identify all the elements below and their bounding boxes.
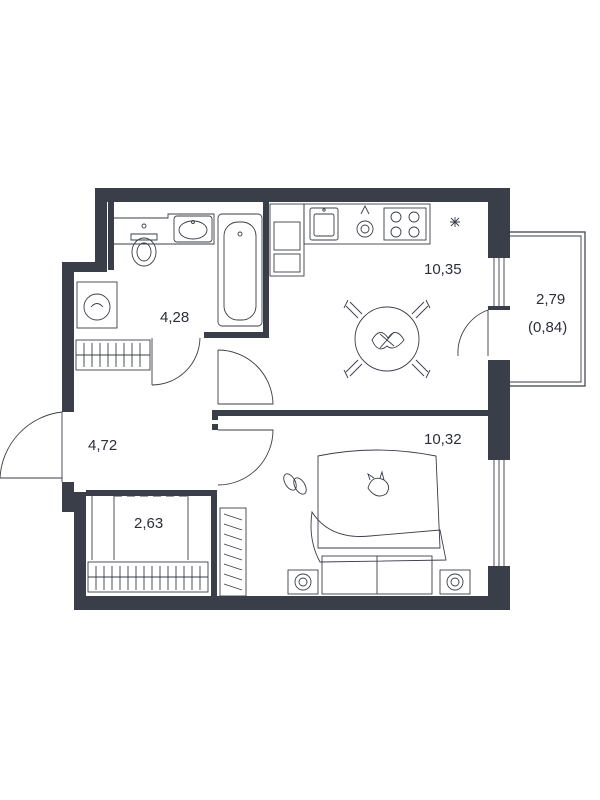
bed-icon bbox=[310, 449, 447, 595]
stove-icon bbox=[383, 207, 427, 241]
sink-icon bbox=[173, 215, 213, 243]
toilet-icon bbox=[130, 223, 158, 267]
kitchen-sink-icon bbox=[309, 207, 339, 241]
dining-table-icon bbox=[343, 299, 431, 379]
windows bbox=[490, 258, 508, 566]
plant-icon bbox=[450, 217, 460, 227]
storage-area: 2,63 bbox=[134, 515, 163, 532]
bathroom bbox=[114, 213, 263, 327]
cat-icon bbox=[367, 470, 389, 497]
balcony bbox=[457, 231, 586, 387]
washing-machine-icon bbox=[76, 281, 118, 329]
wardrobe-icon bbox=[75, 339, 151, 371]
nightstand-left bbox=[287, 569, 319, 595]
kettle-icon bbox=[356, 204, 374, 238]
slippers-icon bbox=[283, 473, 307, 495]
bedroom-wardrobe bbox=[219, 507, 247, 597]
balcony-area-reduced: (0,84) bbox=[528, 319, 567, 336]
doors bbox=[0, 337, 274, 486]
walls bbox=[62, 188, 510, 610]
bathtub-icon bbox=[217, 213, 263, 327]
bedroom-area: 10,32 bbox=[424, 431, 462, 448]
storage bbox=[87, 495, 209, 593]
hallway-area: 4,72 bbox=[88, 437, 117, 454]
balcony-area: 2,79 bbox=[536, 291, 565, 308]
bathroom-area: 4,28 bbox=[160, 309, 189, 326]
kitchen bbox=[269, 203, 460, 277]
nightstand-right bbox=[439, 569, 471, 595]
kitchen-living-area: 10,35 bbox=[424, 261, 462, 278]
